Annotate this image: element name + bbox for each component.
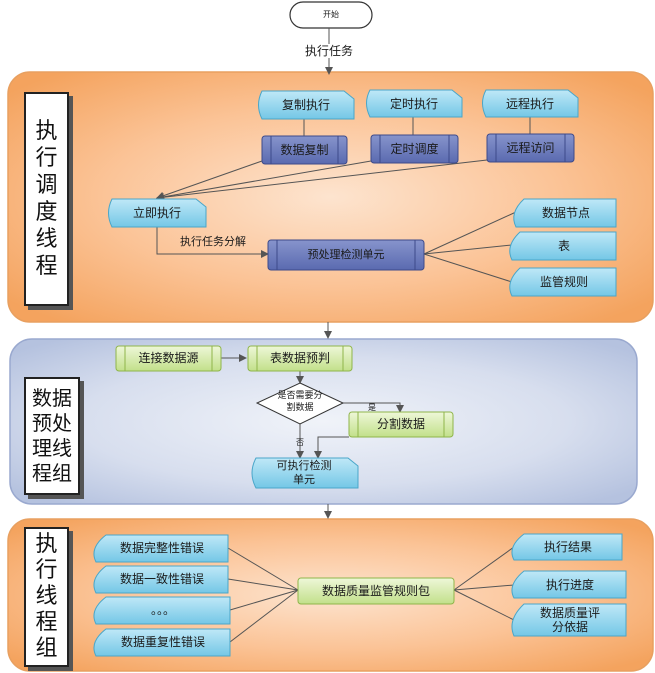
link-pre-rules: [423, 253, 513, 283]
panel-scheduling-title: 执 行 调 度 线 程: [24, 92, 69, 306]
rule-package-process: [297, 577, 455, 605]
yes-label: 是: [368, 403, 376, 412]
copy-exec-label: 复制执行: [281, 98, 330, 112]
exec-unit-shape: [251, 457, 359, 489]
link-duplicate: [229, 589, 299, 643]
rules-label: 监管规则: [539, 275, 588, 289]
no-label: 否: [296, 438, 304, 447]
arrow-immediate-preprocess: [156, 227, 269, 258]
link-result: [453, 546, 515, 591]
link-ellipsis: [229, 589, 299, 611]
split-decision-diamond: [255, 382, 345, 425]
connect-source-process: [115, 345, 222, 372]
remote-access-label: 远程访问: [506, 141, 555, 155]
decision-line2: 割数据: [286, 403, 314, 413]
exec-task-label: 执行任务: [304, 44, 353, 58]
data-node-label: 数据节点: [541, 206, 590, 220]
eval-basis-line2: 分依据: [551, 620, 588, 634]
arrow-remote-immediate: [156, 159, 488, 202]
data-copy-process: [261, 135, 348, 165]
arrow-split-unit: [314, 436, 349, 459]
ellipsis-shape: [93, 596, 231, 625]
exec-result-shape: [511, 533, 623, 561]
table-shape: [509, 231, 617, 261]
start-terminal: [289, 1, 373, 29]
exec-result-label: 执行结果: [543, 540, 592, 554]
eval-basis-shape: [511, 603, 627, 637]
start-label: 开始: [323, 10, 339, 19]
table-precheck-process: [247, 345, 353, 372]
preprocess-unit-process: [267, 239, 425, 271]
copy-exec-shape: [258, 90, 355, 120]
exec-unit-line2: 单元: [293, 473, 315, 486]
link-progress: [453, 584, 515, 591]
arrow-decision-yes: [343, 402, 404, 413]
decision-line1: 是否需要分: [277, 391, 323, 401]
arrow-datacopy-immediate: [156, 160, 263, 200]
preprocess-unit-label: 预处理检测单元: [307, 248, 385, 261]
remote-exec-shape: [482, 89, 579, 118]
link-pre-node: [423, 211, 517, 255]
panel-preprocessing: [9, 338, 638, 505]
split-data-label: 分割数据: [376, 417, 425, 431]
immediate-exec-shape: [108, 198, 207, 228]
rule-package-label: 数据质量监管规则包: [321, 584, 430, 598]
integrity-error-label: 数据完整性错误: [119, 541, 204, 555]
arrow-schedule-immediate: [156, 160, 372, 201]
timed-exec-label: 定时执行: [389, 97, 438, 111]
immediate-exec-label: 立即执行: [132, 206, 181, 220]
data-node-shape: [513, 198, 617, 228]
timed-schedule-label: 定时调度: [390, 142, 439, 156]
link-eval: [453, 589, 515, 621]
eval-basis-line1: 数据质量评: [539, 606, 600, 620]
consistency-error-label: 数据一致性错误: [119, 572, 204, 586]
ellipsis-label: 。。。: [150, 603, 175, 617]
timed-schedule-process: [370, 134, 459, 164]
duplicate-error-label: 数据重复性错误: [120, 635, 205, 649]
exec-progress-label: 执行进度: [545, 578, 594, 592]
link-pre-table: [423, 244, 513, 255]
rules-shape: [509, 267, 617, 297]
duplicate-error-shape: [93, 628, 231, 657]
link-integrity: [227, 547, 299, 591]
remote-exec-label: 远程执行: [505, 97, 554, 111]
connect-source-label: 连接数据源: [138, 351, 199, 365]
remote-access-process: [486, 133, 575, 163]
split-data-process: [348, 411, 454, 438]
exec-progress-shape: [511, 570, 627, 599]
task-decompose-label: 执行任务分解: [180, 235, 246, 248]
consistency-error-shape: [93, 565, 229, 594]
panel-execution-title: 执 行 线 程 组: [24, 527, 69, 667]
exec-unit-line1: 可执行检测: [276, 459, 332, 472]
table-precheck-label: 表数据预判: [269, 351, 330, 365]
panel-preprocessing-title: 数据 预处 理线 程组: [24, 377, 80, 495]
timed-exec-shape: [366, 89, 463, 118]
link-consistency: [227, 578, 299, 591]
integrity-error-shape: [93, 534, 229, 563]
data-copy-label: 数据复制: [280, 143, 329, 157]
table-label: 表: [557, 239, 570, 253]
